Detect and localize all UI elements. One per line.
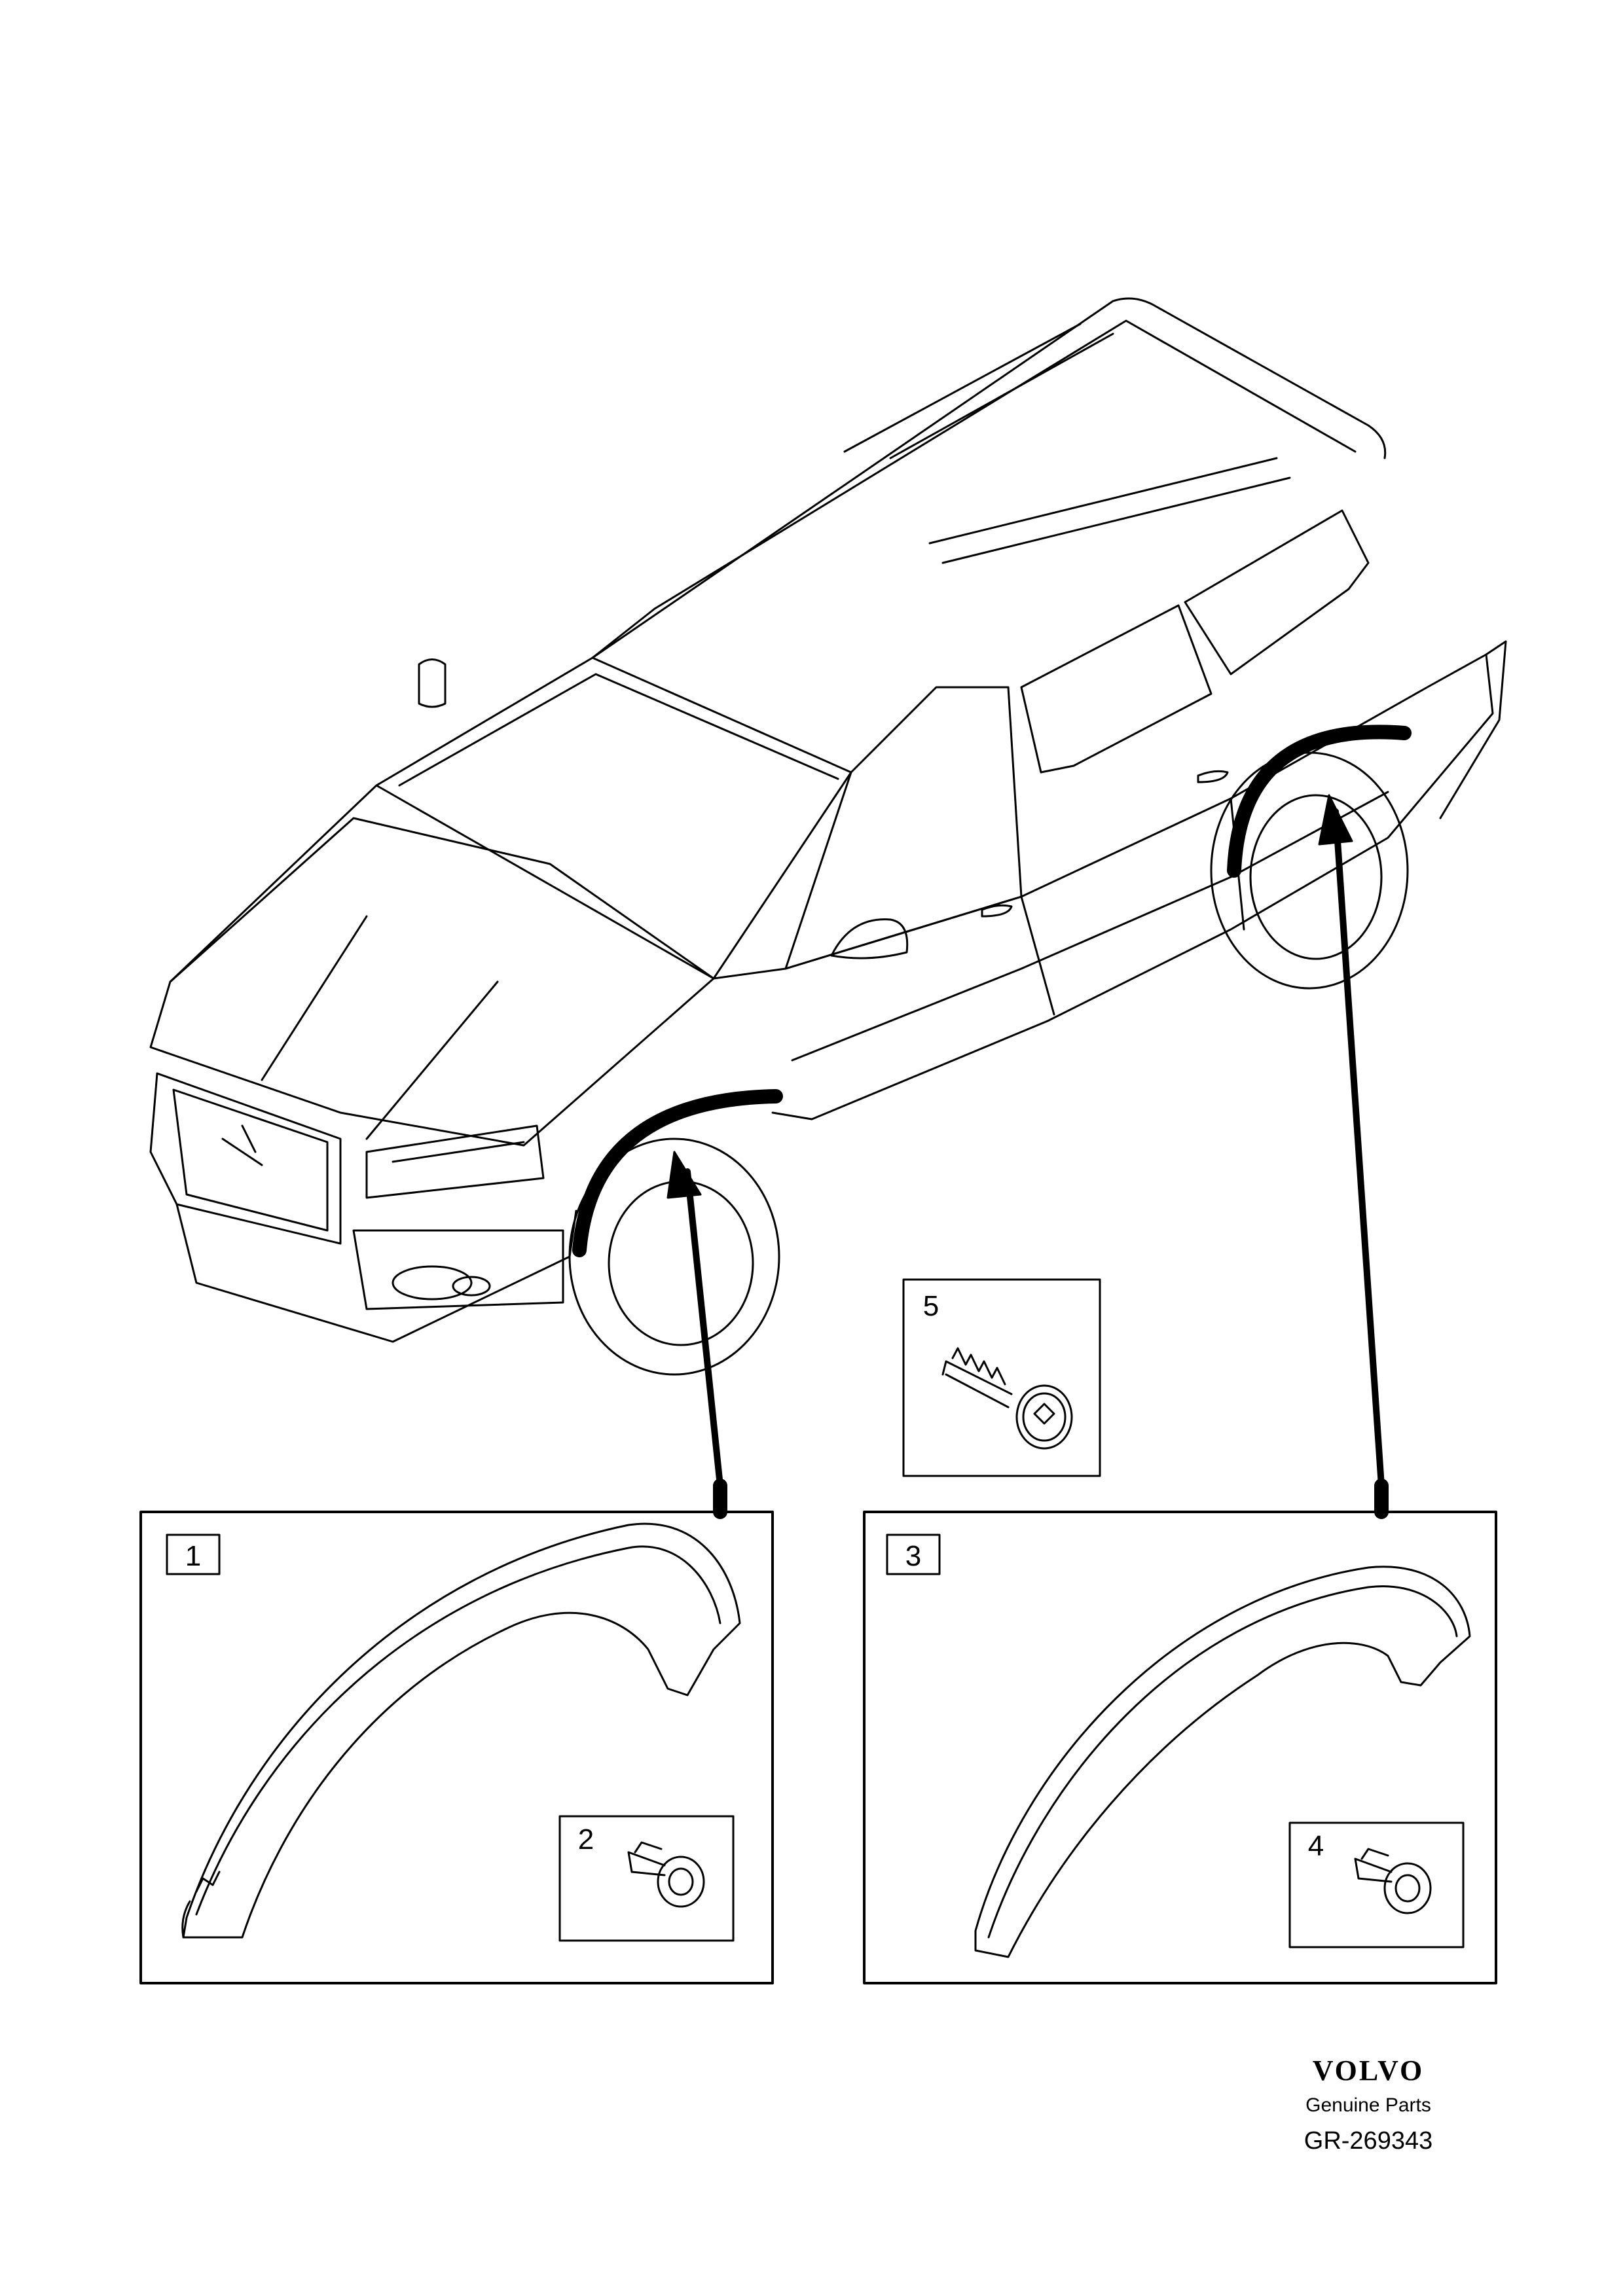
callout-number-4: 4 [1308, 1830, 1324, 1862]
rear-arch-moulding-on-car [1227, 725, 1412, 878]
panel-front-moulding [139, 1511, 774, 1984]
arrow-front [684, 1168, 727, 1519]
front-arch-moulding-on-car [572, 1089, 783, 1257]
callout-box-1 [166, 1534, 221, 1575]
callout-box-3 [886, 1534, 941, 1575]
clip-icon-2 [1354, 1848, 1432, 1914]
panel-rear-moulding [863, 1511, 1497, 1984]
arrow-rear-head [1318, 794, 1353, 846]
callout-box-2 [558, 1815, 735, 1942]
wheel-arch-moulding-front-icon [181, 1522, 741, 1939]
callout-number-1: 1 [185, 1540, 201, 1572]
car-illustration [149, 297, 1507, 1376]
callout-box-4 [1288, 1821, 1465, 1948]
wheel-arch-moulding-rear-icon [974, 1566, 1471, 1958]
callout-number-3: 3 [905, 1540, 921, 1572]
arrow-rear [1332, 808, 1389, 1519]
callout-box-5 [902, 1278, 1101, 1477]
callout-number-2: 2 [578, 1823, 594, 1856]
diagram-reference: GR-269343 [1304, 2127, 1433, 2155]
callout-number-5: 5 [923, 1290, 939, 1322]
arrow-front-head [666, 1151, 702, 1199]
clip-icon [627, 1841, 705, 1908]
screw-icon [941, 1347, 1073, 1450]
brand-logo: VOLVO [1312, 2054, 1425, 2087]
brand-tagline: Genuine Parts [1305, 2094, 1431, 2116]
